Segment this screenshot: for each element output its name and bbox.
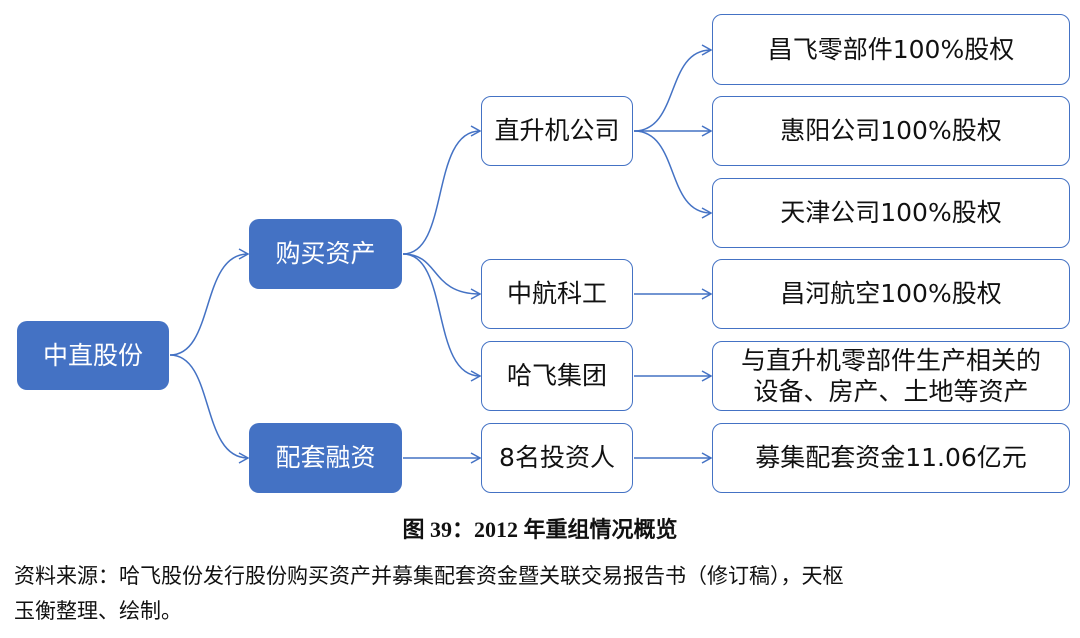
node-raised-funds: 募集配套资金11.06亿元 [712,423,1070,493]
edge [633,44,713,132]
node-tianjin-equity: 天津公司100%股权 [712,178,1070,248]
node-related-assets: 与直升机零部件生产相关的设备、房产、土地等资产 [712,341,1070,411]
node-investors: 8名投资人 [481,423,633,493]
node-root: 中直股份 [17,321,169,390]
node-helicopter-co: 直升机公司 [481,96,633,166]
source-line-2: 玉衡整理、绘制。 [14,599,182,623]
node-avicopter: 中航科工 [481,259,633,329]
edge [402,253,482,300]
edge [169,248,250,356]
edge [169,354,250,464]
edge [402,125,482,255]
node-huiyang-equity: 惠阳公司100%股权 [712,96,1070,166]
edge [633,130,713,219]
node-hafei-group: 哈飞集团 [481,341,633,411]
node-changfei-equity: 昌飞零部件100%股权 [712,14,1070,85]
figure-caption: 图 39：2012 年重组情况概览 [402,517,678,542]
node-financing: 配套融资 [249,423,402,493]
node-changhe-equity: 昌河航空100%股权 [712,259,1070,329]
node-purchase-assets: 购买资产 [249,219,402,289]
edge [402,253,482,382]
source-line-1: 资料来源：哈飞股份发行股份购买资产并募集配套资金暨关联交易报告书（修订稿），天枢 [14,564,844,588]
